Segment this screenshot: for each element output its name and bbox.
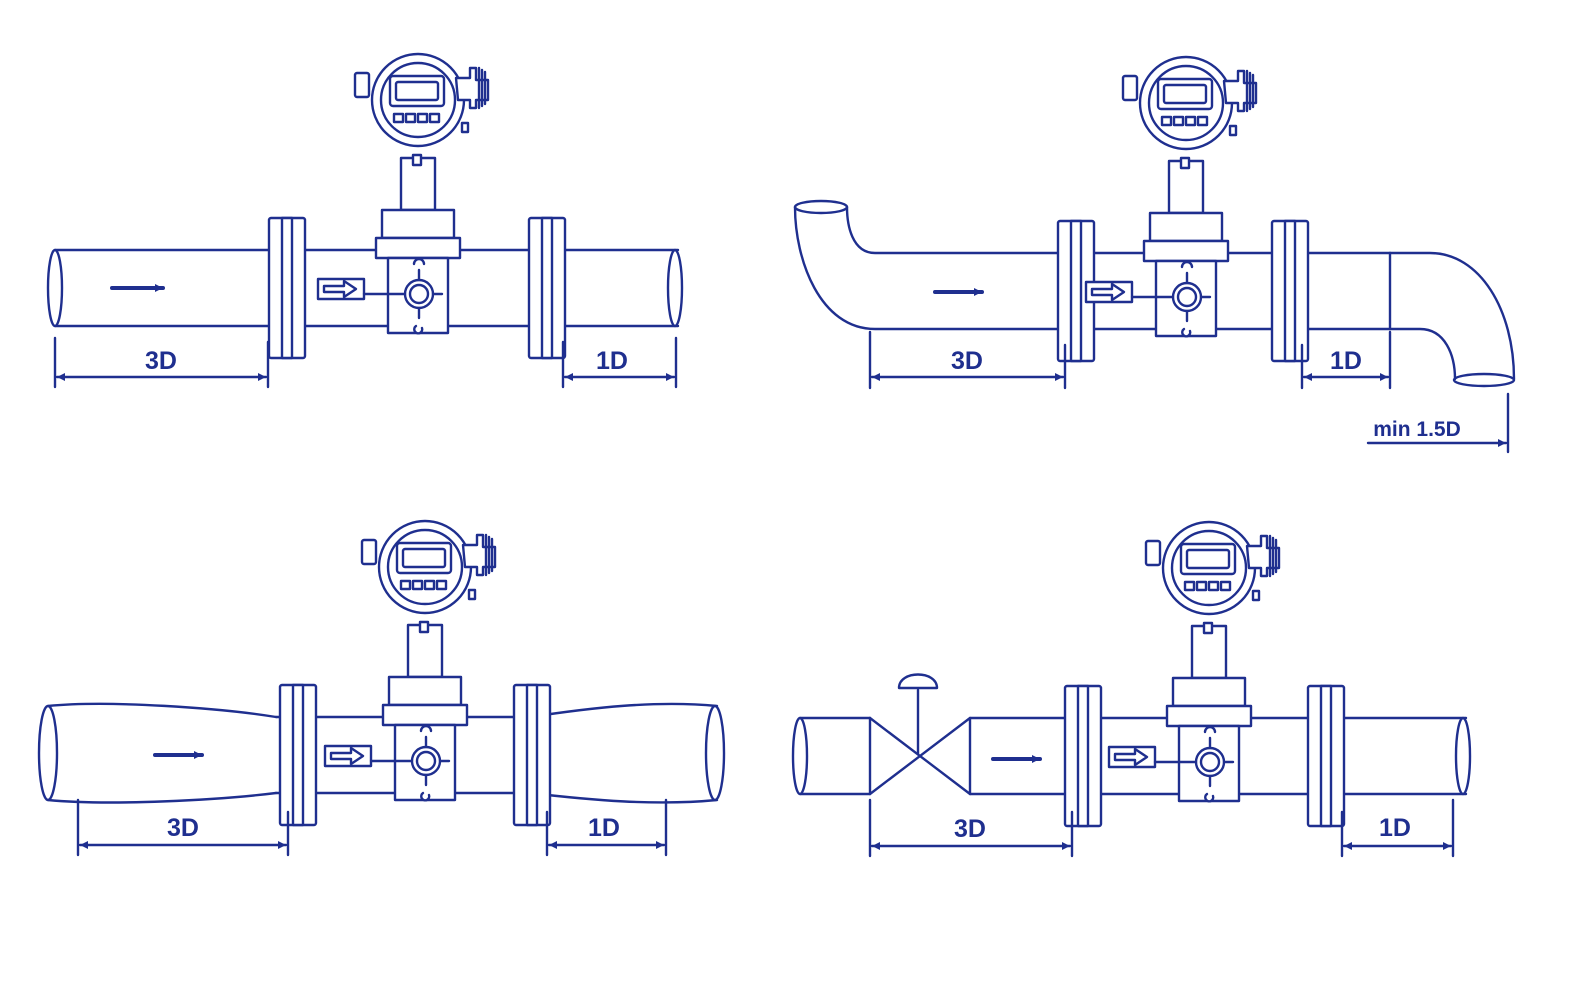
panel-valve — [791, 520, 1472, 858]
pipe-outline — [798, 716, 872, 796]
flowmeter — [1107, 520, 1281, 803]
flange-upstream — [267, 216, 307, 360]
flange-downstream — [1270, 219, 1310, 363]
pipe-outline — [53, 248, 680, 328]
upstream-label: 3D — [954, 815, 986, 843]
upstream-label: 3D — [951, 347, 983, 375]
flowmeter — [316, 52, 490, 335]
flange-downstream — [512, 683, 552, 827]
downstream-label: 1D — [588, 814, 620, 842]
panel-straight — [46, 52, 684, 389]
flowmeter — [1084, 55, 1258, 338]
upstream-label: 3D — [167, 814, 199, 842]
inlet-elbow — [793, 205, 1392, 331]
valve-body — [868, 716, 972, 796]
downstream-label: 1D — [596, 347, 628, 375]
flange-upstream — [278, 683, 318, 827]
downstream-label: 1D — [1379, 814, 1411, 842]
flange-upstream — [1063, 684, 1103, 828]
outlet-elbow — [1388, 251, 1516, 381]
flange-downstream — [1306, 684, 1346, 828]
valve-handwheel — [897, 673, 939, 690]
flowmeter — [323, 519, 497, 802]
panel-reducer — [37, 519, 726, 857]
upstream-label: 3D — [145, 347, 177, 375]
pipe-outline — [46, 702, 278, 804]
downstream-label: 1D — [1330, 347, 1362, 375]
outlet-label: min 1.5D — [1373, 418, 1461, 441]
flange-downstream — [527, 216, 567, 360]
panel-elbows — [793, 55, 1516, 454]
